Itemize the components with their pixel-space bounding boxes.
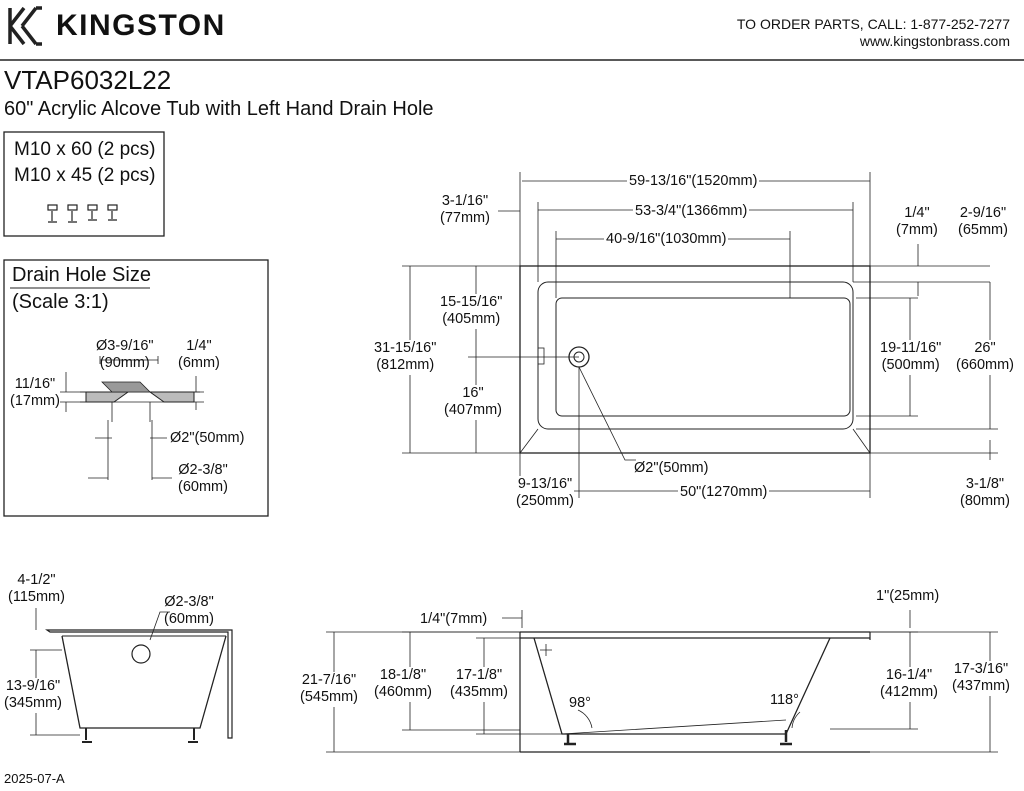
kingston-logo-icon	[8, 6, 42, 46]
brand-name: KINGSTON	[56, 9, 226, 42]
dim-right-offset: 2-9/16"(65mm)	[958, 205, 1008, 239]
dim-h3: 16-1/4"(412mm)	[880, 667, 939, 702]
dim-drain-lip: 1/4"(6mm)	[178, 338, 220, 372]
side-view	[326, 610, 998, 753]
product-description: 60" Acrylic Alcove Tub with Left Hand Dr…	[4, 98, 434, 120]
dim-overflow-dia: Ø2-3/8"(60mm)	[164, 594, 214, 628]
dim-drain-from-back: 15-15/16"(405mm)	[440, 294, 503, 329]
dim-h1: 18-1/8"(460mm)	[374, 667, 433, 702]
dim-angle-right: 118°	[770, 692, 799, 708]
hardware-line-1: M10 x 60 (2 pcs)	[14, 139, 156, 160]
dim-drain-top-dia: Ø3-9/16"(90mm)	[96, 338, 154, 372]
model-number: VTAP6032L22	[4, 65, 172, 95]
drain-detail-title: Drain Hole Size	[12, 264, 151, 286]
revision-code: 2025-07-A	[4, 771, 65, 786]
dim-h4: 17-3/16"(437mm)	[952, 661, 1011, 696]
dim-basin-length: 40-9/16"(1030mm)	[604, 231, 729, 249]
dim-inner-width: 26"(660mm)	[956, 340, 1015, 375]
dim-left-offset: 3-1/16"(77mm)	[440, 193, 490, 227]
dim-drain-to-end: 9-13/16"(250mm)	[516, 476, 575, 511]
dim-bottom-length: 50"(1270mm)	[678, 484, 770, 502]
header-graphics	[0, 6, 1024, 61]
dim-overflow-height: 13-9/16"(345mm)	[4, 678, 63, 713]
hardware-line-2: M10 x 45 (2 pcs)	[14, 165, 156, 186]
dim-right-rim: 1/4"(7mm)	[896, 205, 938, 239]
drain-cross-section	[60, 356, 204, 480]
drain-detail-scale: (Scale 3:1)	[12, 291, 109, 313]
dim-drain-from-front: 16"(407mm)	[444, 385, 503, 420]
order-line: TO ORDER PARTS, CALL: 1-877-252-7277	[736, 16, 1010, 32]
plan-view	[402, 172, 998, 498]
dim-drain-outer: Ø2-3/8"(60mm)	[178, 462, 228, 496]
dim-drain-thick: 11/16"(17mm)	[10, 376, 60, 410]
hardware-box	[3, 131, 165, 237]
dim-overall-width: 31-15/16"(812mm)	[374, 340, 437, 375]
website: www.kingstonbrass.com	[859, 33, 1010, 49]
dim-flange: 4-1/2"(115mm)	[8, 572, 65, 606]
end-view	[30, 608, 233, 743]
dim-front-apron: 3-1/8"(80mm)	[960, 476, 1010, 510]
dim-right-thick: 1"(25mm)	[876, 588, 940, 604]
dim-h2: 17-1/8"(435mm)	[450, 667, 509, 702]
dim-inner-length: 53-3/4"(1366mm)	[633, 203, 750, 221]
drain-detail-box	[3, 259, 269, 517]
dim-overall-length: 59-13/16"(1520mm)	[627, 173, 760, 191]
dim-rim-thick: 1/4"(7mm)	[420, 611, 488, 627]
dim-total-height: 21-7/16"(545mm)	[300, 672, 359, 707]
dim-basin-width: 19-11/16"(500mm)	[880, 340, 942, 375]
dim-drain-dia: Ø2"(50mm)	[634, 460, 709, 476]
dim-drain-hole: Ø2"(50mm)	[170, 430, 245, 446]
dim-angle-left: 98°	[569, 695, 591, 711]
bolt-icons	[47, 204, 118, 223]
